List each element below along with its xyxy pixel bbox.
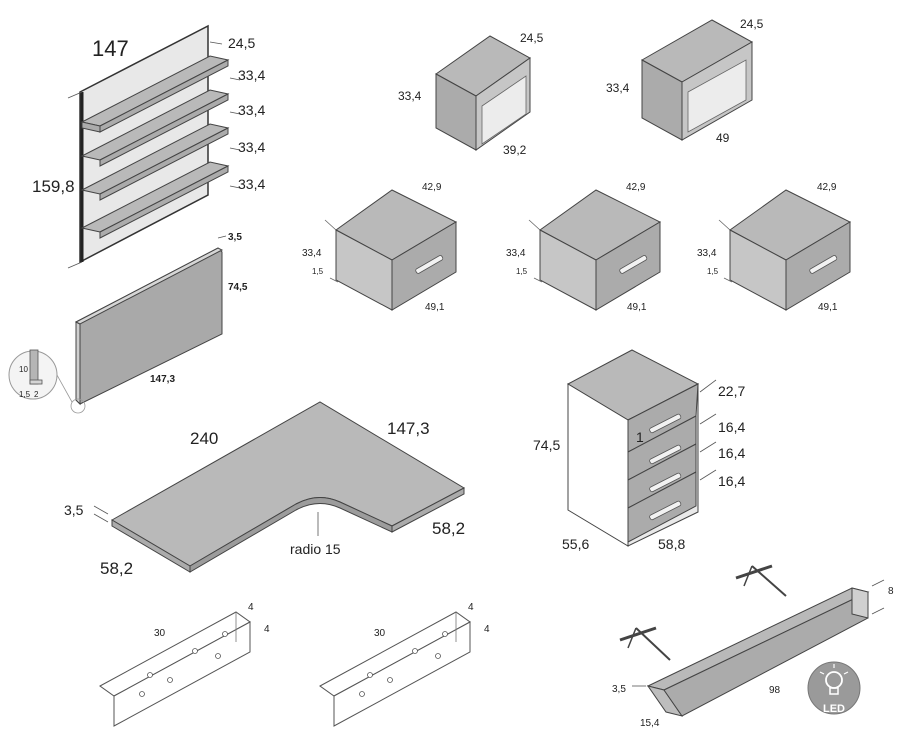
chest-of-drawers: 74,5 22,7 16,4 16,4 16,4 55,6 58,8 1 bbox=[533, 349, 745, 552]
bracket-side-label: 4 bbox=[484, 624, 490, 635]
drawer-width-label: 49,1 bbox=[818, 302, 838, 313]
shelf-gap-label: 33,4 bbox=[238, 102, 265, 118]
led-shelf-height-label: 8 bbox=[888, 586, 894, 597]
detail-dim-label: 2 bbox=[34, 390, 39, 399]
chest-drawer-height-label: 16,4 bbox=[718, 473, 745, 489]
chest-width-label: 58,8 bbox=[658, 536, 685, 552]
detail-dim-label: 10 bbox=[19, 365, 28, 374]
angle-bracket: 30 4 4 bbox=[319, 602, 490, 727]
shelf-unit: 147 159,8 24,5 33,4 33,4 33,4 33,4 bbox=[32, 24, 265, 269]
drawer-width-label: 49,1 bbox=[627, 302, 647, 313]
desk-radius-label: radio 15 bbox=[290, 541, 341, 557]
box-depth-label: 24,5 bbox=[520, 31, 544, 45]
detail-dim-label: 1,5 bbox=[19, 390, 31, 399]
chest-drawer-height-label: 16,4 bbox=[718, 419, 745, 435]
box-width-label: 49 bbox=[716, 131, 730, 145]
drawer-depth-label: 42,9 bbox=[422, 182, 442, 193]
desk-short-length-label: 147,3 bbox=[387, 419, 430, 438]
chest-depth-label: 55,6 bbox=[562, 536, 589, 552]
shelf-gap-label: 33,4 bbox=[238, 67, 265, 83]
led-shelf-depth-label: 15,4 bbox=[640, 718, 660, 729]
led-badge: LED bbox=[807, 661, 861, 715]
drawer-unit: 42,9 33,4 1,5 49,1 bbox=[302, 182, 458, 313]
box-height-label: 33,4 bbox=[606, 81, 630, 95]
shelf-depth-label: 24,5 bbox=[228, 35, 255, 51]
open-box-small: 24,5 33,4 39,2 bbox=[398, 31, 544, 157]
drawer-unit: 42,9 33,4 1,5 49,1 bbox=[697, 182, 852, 313]
bracket-length-label: 30 bbox=[374, 628, 386, 639]
led-badge-label: LED bbox=[823, 703, 845, 715]
drawer-width-label: 49,1 bbox=[425, 302, 445, 313]
panel-thickness-label: 3,5 bbox=[228, 232, 242, 243]
bracket-side-label: 4 bbox=[468, 602, 474, 613]
chest-drawer bbox=[627, 471, 697, 543]
shelf-height-label: 159,8 bbox=[32, 177, 75, 196]
shelf-width-label: 147 bbox=[92, 36, 129, 61]
desk-depth-right-label: 58,2 bbox=[432, 519, 465, 538]
shelf-board bbox=[80, 89, 230, 167]
shelf-gap-label: 33,4 bbox=[238, 139, 265, 155]
drawer-height-label: 33,4 bbox=[506, 248, 526, 259]
bracket-side-label: 4 bbox=[264, 624, 270, 635]
panel-height-label: 74,5 bbox=[228, 282, 248, 293]
drawer-height-label: 33,4 bbox=[697, 248, 717, 259]
shelf-gap-label: 33,4 bbox=[238, 176, 265, 192]
panel-width-label: 147,3 bbox=[150, 374, 175, 385]
led-shelf: 8 3,5 98 15,4 bbox=[612, 579, 894, 729]
drawer-foot-label: 1,5 bbox=[516, 267, 528, 276]
drawer-height-label: 33,4 bbox=[302, 248, 322, 259]
corner-desk: 240 147,3 3,5 58,2 58,2 radio 15 bbox=[64, 401, 465, 578]
drawer-unit: 42,9 33,4 1,5 49,1 bbox=[506, 182, 662, 313]
box-height-label: 33,4 bbox=[398, 89, 422, 103]
bracket-side-label: 4 bbox=[248, 602, 254, 613]
drawer-foot-label: 1,5 bbox=[312, 267, 324, 276]
drawer-depth-label: 42,9 bbox=[626, 182, 646, 193]
open-box-large: 24,5 33,4 49 bbox=[606, 17, 764, 145]
angle-bracket: 30 4 4 bbox=[99, 602, 270, 727]
chest-drawer bbox=[627, 415, 697, 481]
box-width-label: 39,2 bbox=[503, 143, 527, 157]
chest-drawer-height-label: 16,4 bbox=[718, 445, 745, 461]
wall-hanger bbox=[735, 564, 787, 597]
shelf-board bbox=[80, 55, 230, 133]
desk-long-length-label: 240 bbox=[190, 429, 218, 448]
back-panel: 3,5 74,5 147,3 10 1,5 2 bbox=[8, 232, 248, 414]
drawer-foot-label: 1,5 bbox=[707, 267, 719, 276]
drawer-depth-label: 42,9 bbox=[817, 182, 837, 193]
shelf-board bbox=[80, 161, 230, 239]
box-depth-label: 24,5 bbox=[740, 17, 764, 31]
wall-hanger bbox=[619, 626, 671, 661]
led-shelf-thickness-label: 3,5 bbox=[612, 684, 626, 695]
chest-drawer-number: 1 bbox=[636, 429, 644, 445]
shelf-board bbox=[80, 123, 230, 201]
lightbulb-icon bbox=[819, 664, 849, 695]
panel-detail-callout: 10 1,5 2 bbox=[8, 349, 86, 414]
chest-height-label: 74,5 bbox=[533, 437, 560, 453]
desk-thickness-label: 3,5 bbox=[64, 502, 84, 518]
chest-drawer-height-label: 22,7 bbox=[718, 383, 745, 399]
bracket-length-label: 30 bbox=[154, 628, 166, 639]
desk-depth-left-label: 58,2 bbox=[100, 559, 133, 578]
led-shelf-length-label: 98 bbox=[769, 685, 781, 696]
